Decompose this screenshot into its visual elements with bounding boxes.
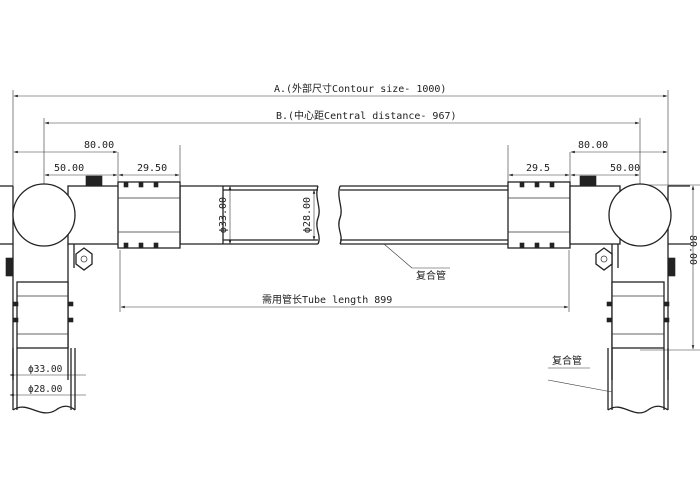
- label-diameter-28-horizontal: ϕ28.00: [302, 197, 313, 233]
- label-diameter-28-vertical: ϕ28.00: [28, 384, 63, 395]
- label-left-80: 80.00: [84, 140, 114, 151]
- dimension-labels: A.(外部尺寸Contour size- 1000) B.(中心距Central…: [28, 82, 698, 395]
- horizontal-tube: [180, 185, 508, 245]
- label-right-50: 50.00: [610, 163, 640, 174]
- label-vertical-80: 80.00: [687, 235, 698, 265]
- label-tube-length: 需用管长Tube length 899: [262, 293, 392, 306]
- label-central-distance: B.(中心距Central distance- 967): [276, 109, 457, 122]
- right-elbow-fitting: [507, 175, 690, 414]
- dimension-lines: [9, 90, 700, 397]
- label-diameter-33-horizontal: ϕ33.00: [218, 197, 229, 233]
- label-composite-pipe-right: 复合管: [552, 354, 582, 367]
- label-right-80: 80.00: [578, 140, 608, 151]
- label-contour-size: A.(外部尺寸Contour size- 1000): [274, 82, 446, 95]
- left-elbow-fitting: [0, 175, 181, 414]
- callout-leaders: [383, 243, 613, 393]
- label-left-50: 50.00: [54, 163, 84, 174]
- label-right-29-5: 29.5: [526, 163, 550, 174]
- label-left-29-5: 29.50: [137, 163, 167, 174]
- label-composite-pipe-center: 复合管: [416, 269, 446, 282]
- label-diameter-33-vertical: ϕ33.00: [28, 364, 63, 375]
